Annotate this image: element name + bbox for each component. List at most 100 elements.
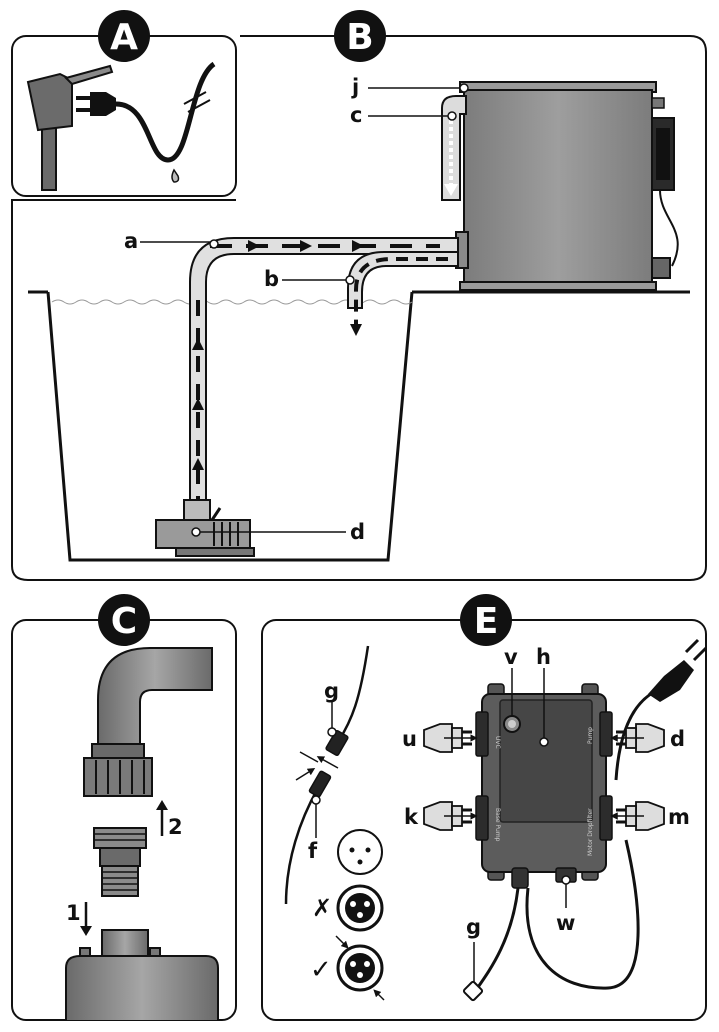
- socket-pin-3c: [357, 972, 363, 978]
- socket-lid: [64, 64, 114, 86]
- badge-b-circle: [334, 10, 386, 62]
- adaptor-thread-lines-2: [102, 871, 138, 891]
- label-u: u: [402, 727, 417, 751]
- badge-b-text: B: [346, 17, 373, 58]
- plug-k-pins: [462, 808, 472, 824]
- socket-pin-1a: [349, 847, 355, 853]
- device-cable-loop: [525, 839, 640, 990]
- plug-u-body: [423, 723, 453, 753]
- label-f: f: [308, 839, 318, 863]
- hose-system: [155, 237, 459, 557]
- label-v: v: [504, 645, 518, 669]
- pump-fins: [213, 522, 239, 546]
- dot-f: [311, 795, 321, 805]
- power-cable: [115, 61, 216, 163]
- device-indicator-v-inner: [508, 720, 516, 728]
- badge-b: B: [334, 10, 386, 62]
- adaptor-hex: [99, 847, 141, 867]
- badge-e-circle: [460, 594, 512, 646]
- label-c: c: [350, 103, 362, 127]
- pump-housing: [65, 955, 219, 1020]
- device-cable-g: [474, 887, 520, 991]
- dot-w: [561, 875, 571, 885]
- socket-align-arrow-1: [335, 935, 349, 949]
- socket-face-1: [337, 829, 383, 875]
- label-step-1: 1: [66, 901, 81, 925]
- port-text-motor: Motor Dropfilter: [587, 808, 594, 856]
- filter-knob: [651, 97, 665, 109]
- inlet-flow-tip: [444, 184, 458, 196]
- water-drop: [171, 168, 180, 183]
- arrow-tip-2: [352, 240, 364, 252]
- leader-lines-b: [140, 83, 469, 537]
- device-side-port-r2: [599, 795, 613, 841]
- plug-m-body: [635, 801, 665, 831]
- badge-c-text: C: [111, 601, 137, 642]
- supply-hose: [189, 237, 459, 521]
- cable-break: [183, 91, 211, 113]
- pump-handle: [210, 507, 222, 521]
- badge-e: E: [460, 594, 512, 646]
- label-a: a: [124, 229, 138, 253]
- arrow-tip-1: [300, 240, 312, 252]
- connector-arrow-lines: [295, 768, 316, 781]
- device-side-port-l2: [475, 795, 489, 841]
- filter-cable: [659, 189, 679, 267]
- port-text-uvc: UVC: [494, 736, 501, 749]
- label-g: g: [324, 679, 339, 703]
- device-plug-prongs: [684, 638, 708, 662]
- socket-pin-2b: [364, 901, 370, 907]
- panel-a: [11, 35, 237, 197]
- plug-k-body: [423, 801, 453, 831]
- plug-u: [423, 723, 478, 753]
- socket-face-2-inner: [345, 893, 375, 923]
- socket-pin-2c: [357, 912, 363, 918]
- return-flow: [354, 257, 448, 324]
- socket-align-arrow-2: [373, 989, 385, 1001]
- badge-a: A: [98, 10, 150, 62]
- return-hose: [347, 251, 459, 309]
- dot-h: [539, 737, 549, 747]
- label-w: w: [556, 911, 575, 935]
- badge-a-text: A: [110, 17, 138, 58]
- elbow-pipe: [97, 647, 213, 749]
- arrow-step-1-tip: [80, 926, 92, 936]
- mark-right: ✓: [310, 955, 332, 985]
- filter-foot: [459, 281, 657, 291]
- arrow-step-2-tip: [156, 800, 168, 810]
- socket-pin-1b: [365, 847, 371, 853]
- pond-basin: [46, 291, 414, 562]
- dot-a: [209, 239, 219, 249]
- union-ribs: [95, 760, 145, 794]
- device-power-plug: [648, 660, 694, 702]
- label-m: m: [668, 805, 690, 829]
- plug-d-pins: [616, 730, 626, 746]
- panel-b-frame: [11, 35, 707, 581]
- plug-prong-2: [76, 108, 90, 112]
- label-g-e: g: [466, 915, 481, 939]
- filter-unit: [441, 81, 679, 291]
- connector-gap-arrows: [299, 751, 339, 769]
- device-panel: [499, 699, 593, 823]
- socket-face-3-inner: [345, 953, 375, 983]
- plug-d-body: [635, 723, 665, 753]
- socket-pin-3a: [350, 961, 356, 967]
- mark-wrong: ✗: [312, 894, 332, 922]
- label-j: j: [351, 75, 359, 99]
- arrow-tip-up-2: [192, 338, 204, 350]
- plug-body: [90, 92, 116, 116]
- socket-pin-2a: [350, 901, 356, 907]
- label-h: h: [536, 645, 551, 669]
- plug-prong-1: [76, 96, 90, 100]
- pump-riser: [183, 499, 211, 521]
- adaptor-thread-lines: [94, 833, 146, 841]
- connector-g: [325, 729, 349, 757]
- filter-connector: [651, 257, 671, 279]
- badge-c: C: [98, 594, 150, 646]
- plug-k: [423, 801, 478, 831]
- dot-c: [447, 111, 457, 121]
- badge-c-circle: [98, 594, 150, 646]
- label-d: d: [350, 520, 365, 544]
- union-nut: [83, 757, 153, 797]
